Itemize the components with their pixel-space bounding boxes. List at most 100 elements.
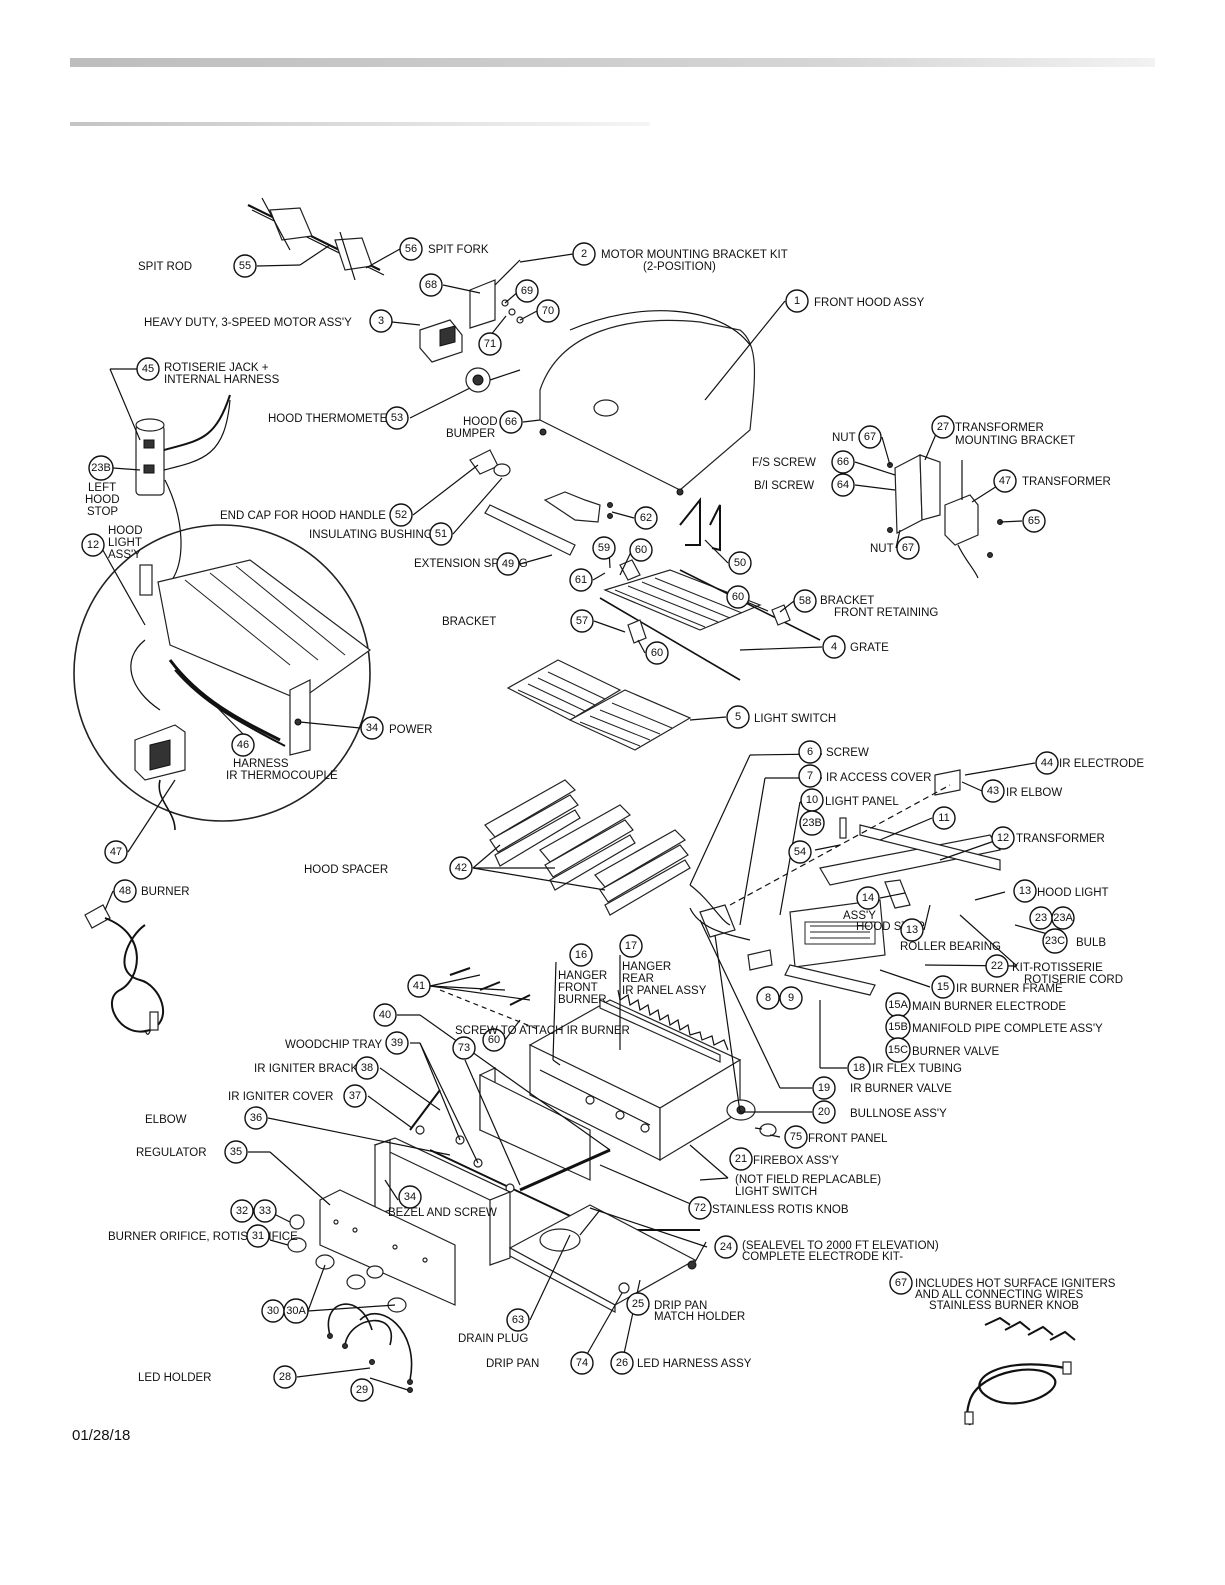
callout-47-transformer-detail: 47 [104,840,128,864]
svg-text:BRACKET: BRACKET [820,595,874,607]
callout-60-a: 60 [629,538,653,562]
svg-text:DRIP PAN: DRIP PAN [486,1358,539,1370]
hood-handle-drawing [469,449,721,556]
svg-text:42: 42 [455,862,467,874]
callout-70: 70 [536,299,560,323]
svg-text:STAINLESS ROTIS KNOB: STAINLESS ROTIS KNOB [712,1204,849,1216]
detail-circle-drawing [73,524,372,831]
svg-text:B/I SCREW: B/I SCREW [754,480,814,492]
svg-text:60: 60 [732,591,744,603]
svg-text:BEZEL AND SCREW: BEZEL AND SCREW [388,1207,497,1219]
svg-text:47: 47 [999,475,1011,487]
callout-62: 62 [634,506,658,530]
svg-text:37: 37 [349,1090,361,1102]
svg-text:75: 75 [790,1131,802,1143]
svg-text:66: 66 [505,416,517,428]
callout-64: B/I SCREW 64 [754,473,855,497]
svg-text:38: 38 [361,1062,373,1074]
svg-text:15A: 15A [888,999,908,1011]
svg-text:(SEALEVEL TO 2000 FT ELEVATION: (SEALEVEL TO 2000 FT ELEVATION) [742,1240,939,1252]
callout-50: 50 [728,551,752,575]
svg-text:13: 13 [906,924,918,936]
svg-text:18: 18 [853,1062,865,1074]
callout-8: 8 [756,986,780,1010]
svg-text:FRONT: FRONT [558,982,598,994]
svg-text:IR THERMOCOUPLE: IR THERMOCOUPLE [226,770,338,782]
svg-text:24: 24 [720,1241,732,1253]
svg-text:56: 56 [405,243,417,255]
svg-text:13: 13 [1019,885,1031,897]
svg-text:15: 15 [937,981,949,993]
svg-text:21: 21 [735,1153,747,1165]
svg-text:IR IGNITER COVER: IR IGNITER COVER [228,1091,333,1103]
svg-text:AND ALL CONNECTING WIRES: AND ALL CONNECTING WIRES [915,1289,1084,1301]
svg-text:29: 29 [356,1384,368,1396]
svg-text:ASS'Y: ASS'Y [108,549,141,561]
svg-text:BURNER VALVE: BURNER VALVE [912,1046,999,1058]
svg-text:WOODCHIP TRAY: WOODCHIP TRAY [285,1039,382,1051]
svg-text:20: 20 [818,1106,830,1118]
svg-text:32: 32 [236,1205,248,1217]
svg-text:55: 55 [239,260,251,272]
svg-text:70: 70 [542,305,554,317]
svg-text:57: 57 [576,615,588,627]
svg-text:HOOD THERMOMETER: HOOD THERMOMETER [268,413,396,425]
electrode-kit-drawing [964,1316,1076,1426]
svg-text:39: 39 [391,1037,403,1049]
ir-panel-drawing [689,769,1001,996]
svg-text:4: 4 [831,641,837,653]
svg-text:HOOD LIGHT: HOOD LIGHT [1037,887,1109,899]
warming-shelf-drawing [599,559,821,681]
svg-text:ROLLER BEARING: ROLLER BEARING [900,941,1001,953]
svg-text:64: 64 [837,479,849,491]
callout-61: 61 [569,568,593,592]
svg-text:52: 52 [395,509,407,521]
svg-text:BURNER: BURNER [558,994,607,1006]
svg-text:34: 34 [404,1191,416,1203]
svg-text:HARNESS: HARNESS [233,758,289,770]
svg-text:LED HARNESS ASSY: LED HARNESS ASSY [637,1358,752,1370]
svg-text:16: 16 [575,949,587,961]
svg-text:HEAVY DUTY, 3-SPEED MOTOR ASS': HEAVY DUTY, 3-SPEED MOTOR ASS'Y [144,317,352,329]
svg-text:66: 66 [837,456,849,468]
callout-60-b: 60 [726,585,750,609]
svg-text:TRANSFORMER: TRANSFORMER [1016,833,1105,845]
svg-text:IR PANEL ASSY: IR PANEL ASSY [622,985,707,997]
svg-text:44: 44 [1041,757,1053,769]
svg-text:23B: 23B [91,462,111,474]
svg-text:11: 11 [938,812,949,824]
svg-text:23: 23 [1035,912,1047,924]
svg-text:5: 5 [735,711,741,723]
svg-text:HOOD: HOOD [463,416,498,428]
svg-text:59: 59 [598,542,610,554]
svg-text:10: 10 [806,794,818,806]
svg-text:41: 41 [413,980,425,992]
svg-text:MOTOR MOUNTING BRACKET KIT: MOTOR MOUNTING BRACKET KIT [601,249,788,261]
svg-text:GRATE: GRATE [850,642,889,654]
svg-text:2: 2 [581,248,587,260]
svg-text:MOUNTING BRACKET: MOUNTING BRACKET [955,435,1075,447]
svg-text:22: 22 [991,960,1003,972]
svg-text:REAR: REAR [622,973,654,985]
svg-text:51: 51 [435,528,447,540]
